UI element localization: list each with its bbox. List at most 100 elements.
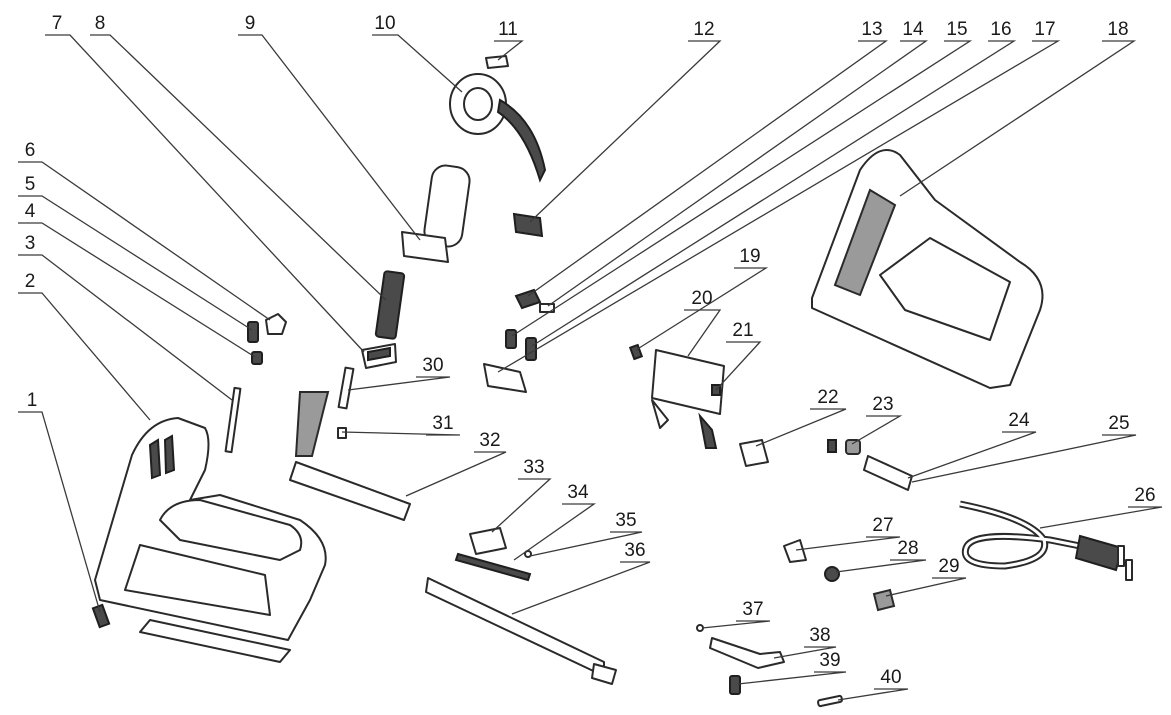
leader-10 <box>372 34 463 93</box>
part-3-rod <box>224 386 242 454</box>
callout-39: 39 <box>819 650 840 671</box>
callout-25: 25 <box>1108 413 1129 434</box>
leader-20 <box>684 309 722 357</box>
callout-36: 36 <box>624 540 645 561</box>
callout-40: 40 <box>880 667 901 688</box>
leader-lines <box>18 34 1163 701</box>
leader-11 <box>494 40 524 61</box>
leader-26 <box>1039 506 1163 529</box>
leader-19 <box>635 267 769 351</box>
callout-9: 9 <box>245 13 256 34</box>
leader-30 <box>347 376 451 391</box>
callout-32: 32 <box>479 430 500 451</box>
callout-8: 8 <box>95 13 106 34</box>
callout-23: 23 <box>872 394 893 415</box>
callout-24: 24 <box>1008 410 1030 431</box>
callout-17: 17 <box>1034 19 1055 40</box>
callout-18: 18 <box>1107 19 1128 40</box>
leader-35 <box>529 531 643 557</box>
part-13-block <box>514 288 542 310</box>
callout-15: 15 <box>946 19 967 40</box>
leader-24 <box>907 431 1037 479</box>
callout-27: 27 <box>872 515 893 536</box>
part-16-spring <box>525 337 537 361</box>
part-27-bracket <box>783 539 807 563</box>
callout-22: 22 <box>817 387 838 408</box>
leader-17 <box>497 40 1061 373</box>
part-22-socket <box>739 439 769 467</box>
callout-5: 5 <box>25 174 36 195</box>
leader-40 <box>837 688 909 701</box>
callout-20: 20 <box>691 288 712 309</box>
leader-16 <box>531 40 1017 347</box>
part-29-knob <box>872 588 896 612</box>
callout-28: 28 <box>897 538 918 559</box>
leader-14 <box>547 40 929 307</box>
leader-5 <box>18 195 253 331</box>
leader-18 <box>899 40 1137 197</box>
callout-34: 34 <box>567 482 589 503</box>
part-26-power-cord <box>959 500 1133 581</box>
leader-36 <box>511 561 651 615</box>
leader-38 <box>773 646 837 659</box>
part-34-staple-strip <box>454 552 532 582</box>
callout-30: 30 <box>422 355 443 376</box>
part-35-dot <box>524 550 532 558</box>
leader-3 <box>18 254 233 401</box>
part-32-magazine-frame <box>289 391 411 521</box>
leader-32 <box>405 451 507 497</box>
part-15-spring <box>505 329 517 349</box>
part-14-tab <box>539 303 555 313</box>
callout-7: 7 <box>52 13 63 34</box>
part-17-trigger <box>483 363 527 393</box>
callout-11: 11 <box>498 19 518 40</box>
leader-39 <box>737 671 847 685</box>
part-30-pin <box>337 366 355 410</box>
callout-29: 29 <box>938 556 959 577</box>
leader-37 <box>701 620 771 629</box>
leader-2 <box>18 292 151 421</box>
part-40-pin <box>817 694 843 708</box>
leader-33 <box>491 478 552 533</box>
part-7-striker <box>361 343 397 369</box>
part-39-spring <box>729 675 741 695</box>
part-1-screw <box>91 603 111 629</box>
part-24-strain-relief <box>863 455 913 491</box>
leader-21 <box>715 341 762 391</box>
leader-31 <box>341 431 461 436</box>
leader-27 <box>795 536 901 551</box>
leader-13 <box>527 40 889 297</box>
callout-13: 13 <box>861 19 882 40</box>
callout-14: 14 <box>902 19 924 40</box>
leader-28 <box>835 559 927 573</box>
leader-9 <box>238 34 421 241</box>
callout-10: 10 <box>374 13 395 34</box>
leader-15 <box>511 40 973 337</box>
callout-38: 38 <box>809 625 830 646</box>
part-5-spring <box>247 321 259 343</box>
leader-1 <box>18 411 101 613</box>
callout-12: 12 <box>693 19 714 40</box>
leader-34 <box>513 503 597 561</box>
part-18-right-housing <box>811 149 1044 389</box>
callout-31: 31 <box>432 413 453 434</box>
part-20-circuit-board <box>651 349 725 449</box>
leader-4 <box>18 222 256 358</box>
part-4-bushing <box>251 351 263 365</box>
part-12-switch <box>512 212 544 238</box>
leader-6 <box>18 161 271 321</box>
callout-1: 1 <box>27 390 38 411</box>
part-9-plunger <box>401 164 471 263</box>
callout-26: 26 <box>1134 485 1155 506</box>
callout-33: 33 <box>523 457 544 478</box>
callout-19: 19 <box>739 246 760 267</box>
callout-numbers: 1 2 3 4 5 6 7 8 9 10 11 12 13 14 15 16 1… <box>25 13 1156 688</box>
callout-3: 3 <box>25 233 36 254</box>
callout-35: 35 <box>615 510 636 531</box>
part-36-magazine-rail <box>425 577 617 685</box>
part-2-left-housing <box>94 417 327 663</box>
callout-37: 37 <box>742 599 763 620</box>
part-10-coil <box>449 73 547 183</box>
part-28-gear <box>824 566 840 582</box>
